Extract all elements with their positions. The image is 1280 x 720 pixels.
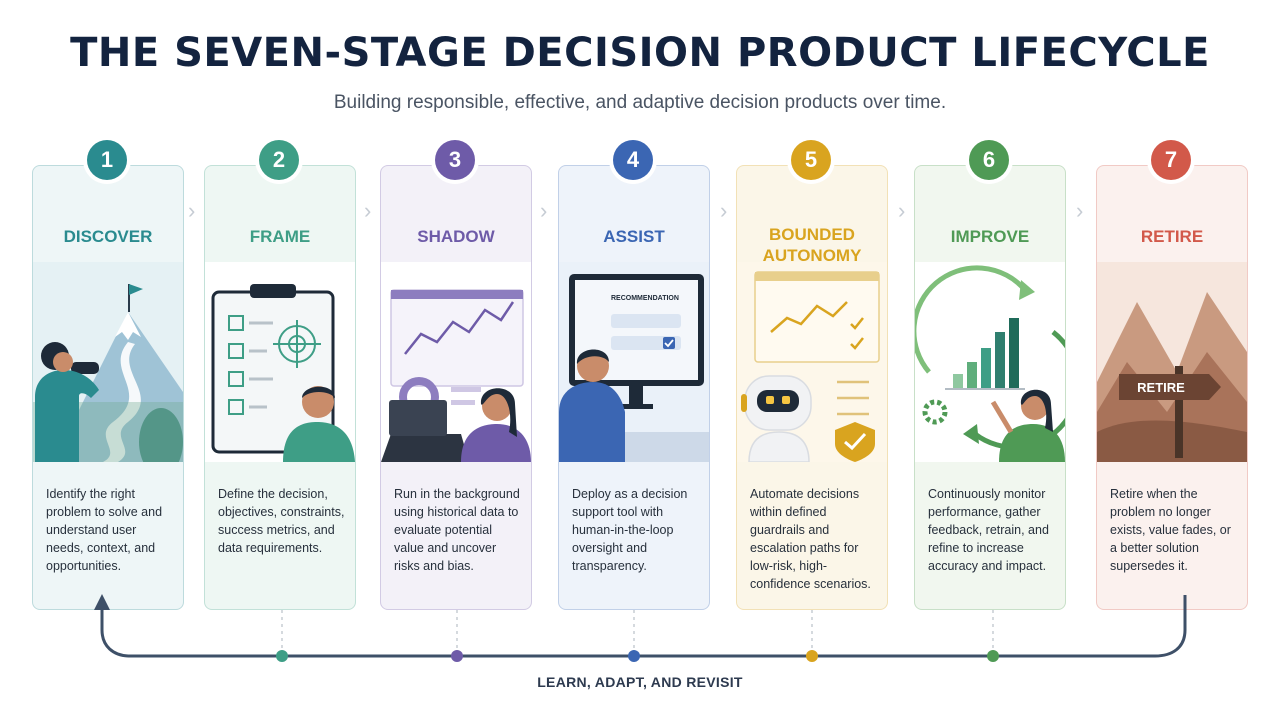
monitor-illustration: RECOMMENDATION (559, 262, 709, 462)
improvement-cycle-illustration (915, 262, 1065, 462)
stage-bounded-autonomy: BOUNDED AUTONOMY Automate decisions with… (736, 140, 888, 610)
stage-number-badge: 3 (435, 140, 475, 180)
chevron-right-icon: › (540, 198, 548, 223)
retire-sign-label: RETIRE (1137, 380, 1185, 395)
robot-illustration (737, 262, 887, 462)
stage-number-badge: 7 (1151, 140, 1191, 180)
stage-frame: FRAME Define the decision, objectives, c… (204, 140, 356, 610)
stage-card: ASSIST RECOMMENDATION Deploy as a decisi… (558, 165, 710, 610)
stage-description: Run in the background using historical d… (394, 487, 520, 573)
stage-number-badge: 6 (969, 140, 1009, 180)
loop-node (628, 650, 640, 662)
stage-assist: ASSIST RECOMMENDATION Deploy as a decisi… (558, 140, 710, 610)
loop-label: LEARN, ADAPT, AND REVISIT (537, 674, 743, 690)
stage-retire: RETIRE RETIRE Retire when the problem no… (1096, 140, 1248, 610)
chevron-right-icon: › (364, 198, 372, 223)
chevron-right-icon: › (898, 198, 906, 223)
stage-label: FRAME (249, 227, 311, 246)
stage-card: IMPROVE Continuously monitor performance… (914, 165, 1066, 610)
stage-label: SHADOW (417, 227, 495, 246)
chevron-right-icon: › (188, 198, 196, 223)
stage-label: BOUNDED AUTONOMY (762, 225, 862, 265)
stage-label: IMPROVE (950, 227, 1030, 246)
loop-node (276, 650, 288, 662)
stage-improve: IMPROVE Continuously monitor performance… (914, 140, 1066, 610)
stage-card: FRAME Define the decision, objectives, c… (204, 165, 356, 610)
stage-description: Identify the right problem to solve and … (46, 487, 163, 573)
screen-recommendation-label: RECOMMENDATION (611, 295, 679, 302)
retire-sign-illustration: RETIRE (1097, 262, 1247, 462)
stage-label: ASSIST (603, 227, 665, 246)
loop-node (987, 650, 999, 662)
stage-description: Retire when the problem no longer exists… (1110, 487, 1231, 573)
stage-card: RETIRE RETIRE Retire when the problem no… (1096, 165, 1248, 610)
clipboard-illustration (205, 262, 355, 462)
analytics-illustration (381, 262, 531, 462)
arrow-up-icon (94, 594, 110, 610)
stage-number-badge: 5 (791, 140, 831, 180)
loop-node (806, 650, 818, 662)
stage-discover: DISCOVER Identify the right problem to s… (32, 140, 184, 610)
page-subtitle: Building responsible, effective, and ada… (333, 92, 947, 113)
stage-number-badge: 4 (613, 140, 653, 180)
stage-number-badge: 1 (87, 140, 127, 180)
stage-description: Continuously monitor performance, gather… (928, 487, 1049, 573)
chevron-right-icon: › (1076, 198, 1084, 223)
feedback-loop (94, 594, 1187, 662)
stage-label: RETIRE (1140, 227, 1204, 246)
page-title: THE SEVEN-STAGE DECISION PRODUCT LIFECYC… (70, 30, 1210, 76)
stage-description: Define the decision, objectives, constra… (218, 487, 345, 555)
stage-card: BOUNDED AUTONOMY Automate decisions with… (736, 165, 888, 610)
stage-card: SHADOW Run in the background using histo… (380, 165, 532, 610)
loop-node (451, 650, 463, 662)
chevron-right-icon: › (720, 198, 728, 223)
stage-label: DISCOVER (63, 227, 153, 246)
stage-card: DISCOVER Identify the right problem to s… (32, 165, 184, 610)
stage-shadow: SHADOW Run in the background using histo… (380, 140, 532, 610)
stage-number-badge: 2 (259, 140, 299, 180)
stage-description: Deploy as a decision support tool with h… (572, 487, 688, 573)
stage-description: Automate decisions within defined guardr… (750, 487, 871, 591)
binoculars-illustration (33, 262, 183, 462)
